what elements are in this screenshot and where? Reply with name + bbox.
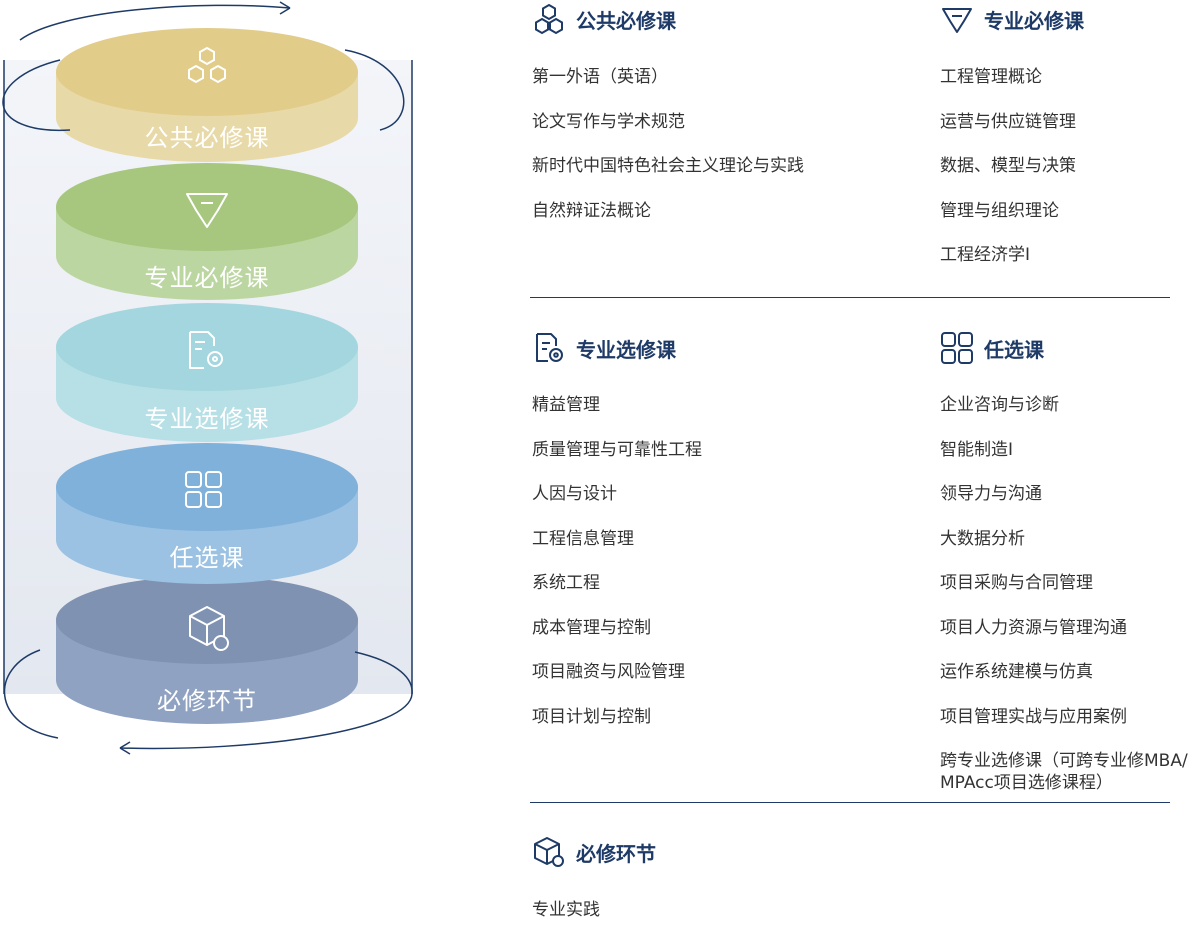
list-item: 企业咨询与诊断 xyxy=(940,395,1059,415)
list-major-elective: 精益管理 质量管理与可靠性工程 人因与设计 工程信息管理 系统工程 成本管理与控… xyxy=(532,394,702,750)
list-item: 大数据分析 xyxy=(940,528,1025,549)
diamond-icon xyxy=(942,8,972,33)
course-stack-diagram: 公共必修课 专业必修课 专业选修课 任选课 必修环节 xyxy=(0,0,420,919)
list-item: 领导力与沟通 xyxy=(940,484,1042,504)
section-title-required-practice: 必修环节 xyxy=(576,841,656,866)
list-item: 运作系统建模与仿真 xyxy=(940,662,1093,682)
list-item: 数据、模型与决策 xyxy=(940,156,1076,176)
cube-icon xyxy=(189,606,229,651)
list-item: 成本管理与控制 xyxy=(532,617,651,638)
list-item: 项目管理实战与应用案例 xyxy=(940,706,1127,727)
layer-label-free-elective: 任选课 xyxy=(169,544,245,572)
section-required-practice: 必修环节 xyxy=(532,835,656,869)
section-title-free-elective: 任选课 xyxy=(984,337,1044,362)
layer-label-public-required: 公共必修课 xyxy=(144,124,270,152)
divider xyxy=(530,297,1170,298)
layer-major-elective xyxy=(56,303,358,442)
layer-label-major-elective: 专业选修课 xyxy=(144,405,270,433)
list-item-line: MPAcc项目选修课程） xyxy=(940,773,1113,793)
list-item: 项目融资与风险管理 xyxy=(532,662,685,682)
list-required-practice: 专业实践 xyxy=(532,899,600,944)
list-item: 工程管理概论 xyxy=(940,67,1042,87)
section-title-public-required: 公共必修课 xyxy=(576,8,676,33)
layer-major-required xyxy=(56,163,358,300)
list-item: 质量管理与可靠性工程 xyxy=(532,439,702,460)
hexagon-cluster-icon xyxy=(535,3,563,35)
list-item: 管理与组织理论 xyxy=(940,200,1059,221)
list-free-elective: 企业咨询与诊断 智能制造I 领导力与沟通 大数据分析 项目采购与合同管理 项目人… xyxy=(940,394,1188,794)
list-item: 工程经济学I xyxy=(940,245,1031,265)
divider xyxy=(530,802,1170,803)
section-title-major-elective: 专业选修课 xyxy=(576,337,676,362)
list-public-required: 第一外语（英语） 论文写作与学术规范 新时代中国特色社会主义理论与实践 自然辩证… xyxy=(532,66,804,244)
diamond-icon xyxy=(186,193,228,228)
section-public-required: 公共必修课 xyxy=(532,2,676,36)
list-item: 人因与设计 xyxy=(532,484,617,504)
list-item: 工程信息管理 xyxy=(532,528,634,549)
list-major-required: 工程管理概论 运营与供应链管理 数据、模型与决策 管理与组织理论 工程经济学I xyxy=(940,66,1076,289)
list-item: 项目人力资源与管理沟通 xyxy=(940,617,1127,638)
layer-required-practice xyxy=(56,576,358,724)
stack-graphic xyxy=(2,1,413,755)
list-item: 论文写作与学术规范 xyxy=(532,111,685,132)
layer-label-major-required: 专业必修课 xyxy=(144,264,270,292)
list-item: 自然辩证法概论 xyxy=(532,200,651,221)
list-item: 第一外语（英语） xyxy=(532,67,668,87)
list-item: 系统工程 xyxy=(532,573,600,593)
section-title-major-required: 专业必修课 xyxy=(984,8,1084,33)
list-item: 新时代中国特色社会主义理论与实践 xyxy=(532,156,804,176)
list-item: 运营与供应链管理 xyxy=(940,111,1076,132)
list-item-line: 跨专业选修课（可跨专业修MBA/ xyxy=(940,751,1188,771)
list-item: 专业实践 xyxy=(532,900,600,920)
document-gear-icon xyxy=(189,331,223,369)
list-item: 智能制造I xyxy=(940,439,1014,460)
list-item: 项目计划与控制 xyxy=(532,706,651,727)
layer-public-required xyxy=(56,28,358,162)
list-item: 项目采购与合同管理 xyxy=(940,573,1093,593)
section-free-elective: 任选课 xyxy=(940,331,1044,365)
orbit-ring xyxy=(2,1,413,755)
four-squares-icon xyxy=(941,332,973,364)
list-item: 精益管理 xyxy=(532,395,600,415)
four-squares-icon xyxy=(185,471,222,508)
document-gear-icon xyxy=(536,333,563,362)
list-item-multiline: 跨专业选修课（可跨专业修MBA/ MPAcc项目选修课程） xyxy=(940,750,1188,794)
section-major-elective: 专业选修课 xyxy=(532,331,676,365)
section-major-required: 专业必修课 xyxy=(940,2,1084,36)
hexagon-cluster-icon xyxy=(188,46,226,84)
layer-label-required-practice: 必修环节 xyxy=(157,687,257,715)
cube-icon xyxy=(534,837,564,867)
layer-free-elective xyxy=(56,443,358,584)
